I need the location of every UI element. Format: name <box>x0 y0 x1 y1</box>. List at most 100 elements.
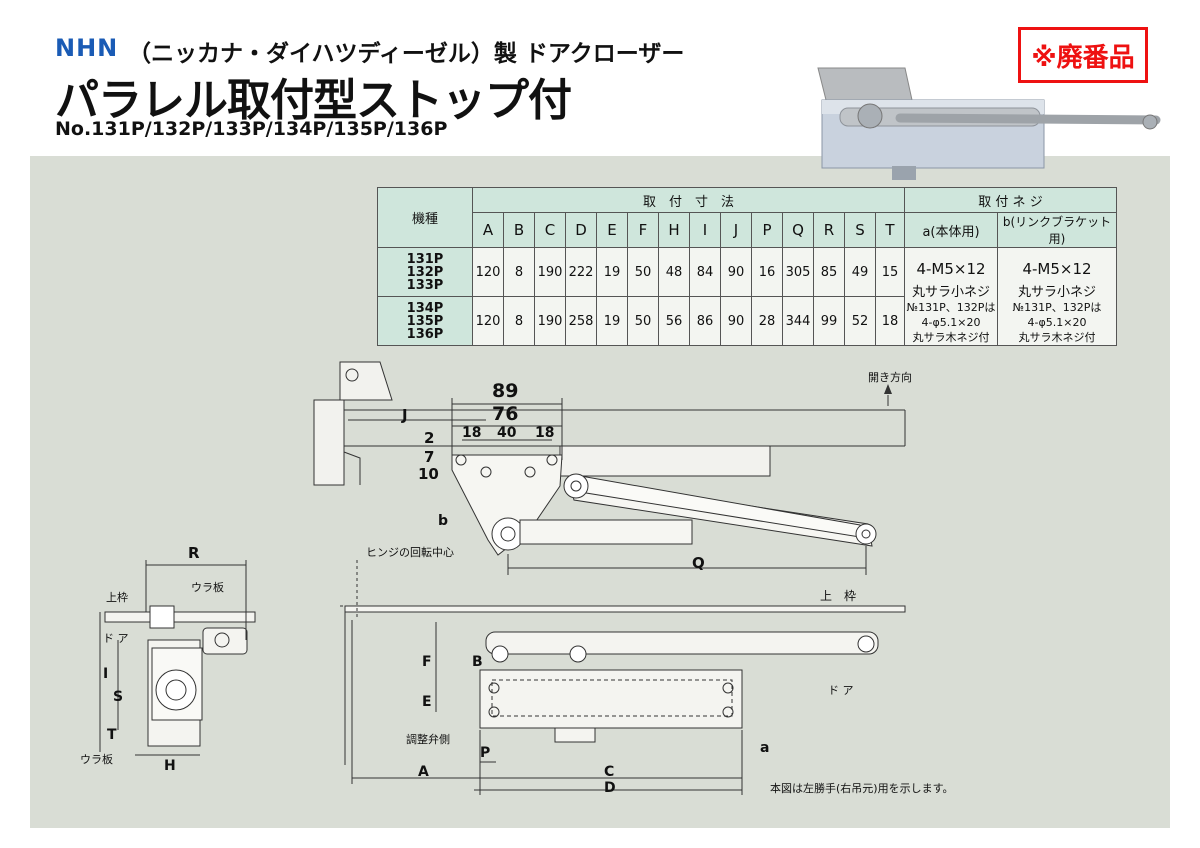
discontinued-stamp: ※廃番品 <box>1018 27 1148 83</box>
backplate-top-label: ウラ板 <box>191 580 224 594</box>
table-cell: 85 <box>813 247 845 297</box>
table-cell: 50 <box>627 247 659 297</box>
hinge-center-label: ヒンジの回転中心 <box>366 546 454 559</box>
label-I: I <box>103 666 108 682</box>
dim-10: 10 <box>418 465 439 483</box>
screw-a-header: a(本体用) <box>904 212 998 248</box>
backplate-bottom-label: ウラ板 <box>80 752 113 766</box>
screw-a-note: №131P、132Pは <box>906 301 996 314</box>
dim-18a: 18 <box>462 425 481 441</box>
dim-7: 7 <box>424 448 434 466</box>
label-D: D <box>604 780 616 796</box>
screw-a-cell: 4-M5×12 丸サラ小ネジ №131P、132Pは 4-φ5.1×20 丸サラ… <box>904 247 998 346</box>
table-cell: 258 <box>565 296 597 346</box>
table-cell: 120 <box>472 247 504 297</box>
screw-b-note: №131P、132Pは <box>1012 301 1102 314</box>
dim-2: 2 <box>424 429 434 447</box>
label-C: C <box>604 764 614 780</box>
col-header: H <box>658 212 690 248</box>
table-cell: 120 <box>472 296 504 346</box>
table-cell: 28 <box>751 296 783 346</box>
screws-header: 取 付 ネ ジ <box>904 187 1117 213</box>
table-cell: 16 <box>751 247 783 297</box>
table-row: 131P 132P 133P 120 8 190 222 19 50 48 84… <box>377 247 1117 346</box>
subtitle: （ニッカナ・ダイハツディーゼル）製 ドアクローザー <box>128 41 685 67</box>
label-J: J <box>401 406 408 424</box>
table-cell: 190 <box>534 296 566 346</box>
table-cell: 8 <box>503 247 535 297</box>
table-cell: 15 <box>875 247 905 297</box>
door-left-label: ド ア <box>103 632 129 645</box>
dim-40: 40 <box>497 425 517 441</box>
screw-b-sub: 丸サラ小ネジ <box>1017 285 1096 300</box>
label-a: a <box>760 740 769 756</box>
label-P: P <box>480 745 490 761</box>
label-Q: Q <box>692 554 705 572</box>
model-name: 131P <box>406 251 444 267</box>
model-header: 機種 <box>377 187 473 248</box>
dim-89: 89 <box>492 380 518 402</box>
model-name: 136P <box>406 326 444 342</box>
table-cell: 86 <box>689 296 721 346</box>
col-header: B <box>503 212 535 248</box>
screw-b-note: 丸サラ木ネジ付 <box>1018 331 1096 344</box>
label-b: b <box>438 513 448 529</box>
screw-a-note: 4-φ5.1×20 <box>921 316 981 329</box>
model-name: 132P <box>406 264 444 280</box>
label-B: B <box>472 654 483 670</box>
col-header: C <box>534 212 566 248</box>
spec-table: 機種 取 付 寸 法 取 付 ネ ジ A B C D E F H I J P Q… <box>377 187 1117 346</box>
table-cell: 49 <box>844 247 876 297</box>
col-header: F <box>627 212 659 248</box>
label-R: R <box>188 544 200 562</box>
top-frame-left-label: 上枠 <box>106 590 128 604</box>
table-cell: 84 <box>689 247 721 297</box>
brand-logo: NHN <box>55 34 119 62</box>
label-S: S <box>113 689 123 705</box>
column-header-row: A B C D E F H I J P Q R S T a(本体用) b(リンク… <box>378 212 1117 248</box>
screw-b-cell: 4-M5×12 丸サラ小ネジ №131P、132Pは 4-φ5.1×20 丸サラ… <box>997 247 1117 346</box>
col-header: R <box>813 212 845 248</box>
col-header: A <box>472 212 504 248</box>
col-header: Q <box>782 212 814 248</box>
screw-b-header: b(リンクブラケット用) <box>997 212 1117 248</box>
screw-b-main: 4-M5×12 <box>1022 260 1092 278</box>
label-A: A <box>418 764 429 780</box>
door-label: ド ア <box>828 684 854 697</box>
label-E: E <box>422 694 432 710</box>
table-cell: 56 <box>658 296 690 346</box>
table-cell: 18 <box>875 296 905 346</box>
label-H: H <box>164 758 176 774</box>
footnote: 本図は左勝手(右吊元)用を示します。 <box>770 781 953 795</box>
dim-18b: 18 <box>535 425 554 441</box>
screw-a-note: 丸サラ木ネジ付 <box>912 331 990 344</box>
model-name: 133P <box>406 277 444 293</box>
screw-b-note: 4-φ5.1×20 <box>1027 316 1087 329</box>
table-cell: 190 <box>534 247 566 297</box>
page-title: パラレル取付型ストップ付 <box>55 75 572 126</box>
model-numbers: No.131P/132P/133P/134P/135P/136P <box>55 118 448 140</box>
col-header: P <box>751 212 783 248</box>
table-cell: 90 <box>720 296 752 346</box>
model-name: 134P <box>406 300 444 316</box>
col-header: T <box>875 212 905 248</box>
screw-a-main: 4-M5×12 <box>916 260 986 278</box>
label-F: F <box>422 654 432 670</box>
table-cell: 99 <box>813 296 845 346</box>
table-cell: 222 <box>565 247 597 297</box>
top-frame-label: 上 枠 <box>820 589 856 603</box>
col-header: E <box>596 212 628 248</box>
open-direction-label: 開き方向 <box>868 370 912 384</box>
row-models: 131P 132P 133P <box>377 247 473 297</box>
table-row: 134P 135P 136P 120 8 190 258 19 50 56 86… <box>377 296 1117 346</box>
adjust-valve-label: 調整弁側 <box>406 732 450 746</box>
dim-76: 76 <box>492 403 518 425</box>
table-cell: 52 <box>844 296 876 346</box>
col-header: I <box>689 212 721 248</box>
label-T: T <box>107 727 117 743</box>
screw-a-sub: 丸サラ小ネジ <box>911 285 990 300</box>
col-header: S <box>844 212 876 248</box>
table-cell: 50 <box>627 296 659 346</box>
table-cell: 344 <box>782 296 814 346</box>
